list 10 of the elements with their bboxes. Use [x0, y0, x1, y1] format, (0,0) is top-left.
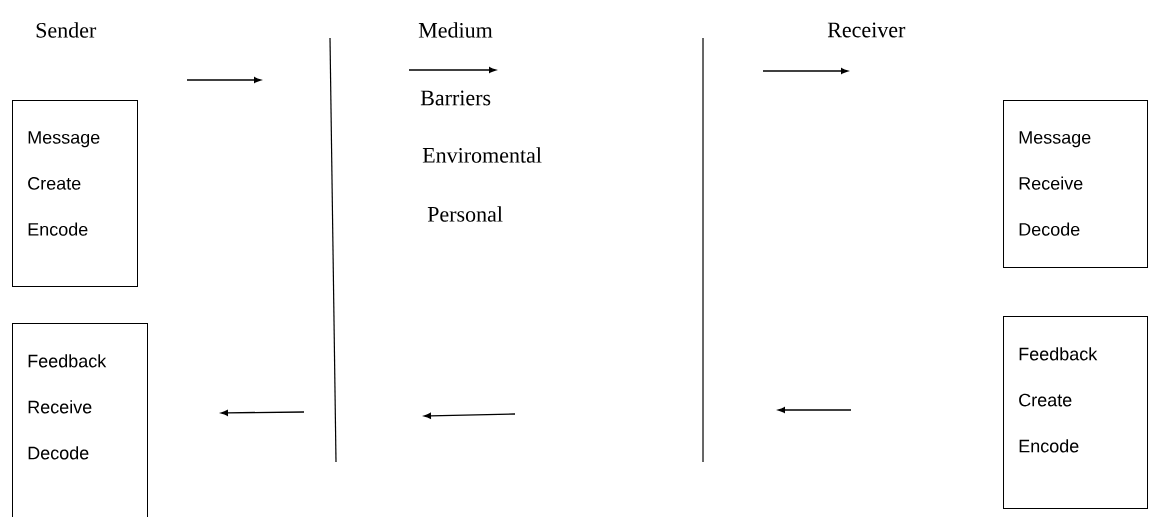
text-box: Message Receive Decode — [1003, 100, 1148, 268]
label: Enviromental — [422, 147, 542, 163]
text-box: Message Create Encode — [12, 100, 138, 287]
label: Barriers — [420, 90, 491, 106]
text-box: Feedback Receive Decode — [12, 323, 148, 517]
label: Receiver — [827, 22, 906, 38]
text-box: Feedback Create Encode — [1003, 316, 1148, 509]
label: Medium — [418, 22, 493, 38]
label: Personal — [427, 206, 503, 222]
label: Sender — [36, 22, 97, 38]
